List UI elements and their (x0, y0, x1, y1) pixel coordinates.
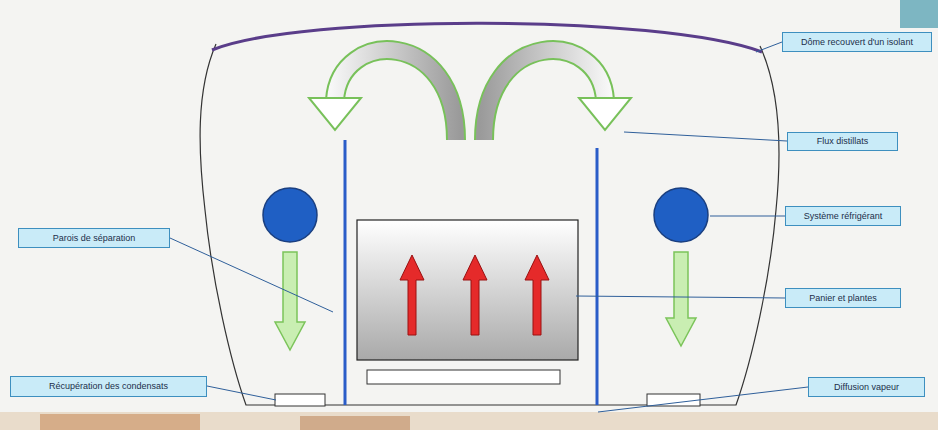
callout-box: Diffusion vapeur (808, 377, 925, 397)
leader-line (207, 386, 276, 400)
condensate-collector (275, 394, 325, 406)
distillate-arrow-head (309, 98, 361, 130)
callout-box: Flux distillats (787, 132, 898, 151)
separation-wall (596, 148, 599, 405)
callout-box: Système réfrigérant (785, 206, 901, 226)
leader-line (624, 132, 787, 141)
distillate-arrow (484, 50, 605, 140)
callout-label: Système réfrigérant (804, 211, 883, 222)
callout-box: Panier et plantes (785, 288, 901, 308)
distillate-arrow (335, 50, 456, 140)
cooling-coil (263, 188, 317, 242)
leader-line (756, 42, 782, 52)
separation-wall (344, 140, 347, 405)
cooling-coil (654, 188, 708, 242)
callout-box: Dôme recouvert d'un isolant (782, 32, 932, 52)
leader-line (710, 216, 785, 217)
callout-label: Panier et plantes (809, 293, 877, 304)
insulated-dome (212, 23, 762, 52)
leader-line (170, 238, 333, 312)
callout-box: Parois de séparation (18, 228, 170, 248)
callout-label: Flux distillats (817, 136, 869, 147)
heat-arrow (525, 255, 549, 335)
distillate-arrow (335, 50, 456, 140)
callout-label: Diffusion vapeur (834, 382, 899, 393)
condensate-collector (647, 394, 700, 406)
photo-strip (0, 412, 938, 430)
condensate-arrow (666, 252, 696, 346)
corner-photo (900, 0, 938, 28)
plant-basket (357, 220, 578, 360)
condensate-arrow (275, 252, 305, 350)
callout-label: Parois de séparation (53, 233, 136, 244)
steam-diffuser (367, 370, 560, 384)
callout-label: Dôme recouvert d'un isolant (801, 37, 913, 48)
vessel-outline (200, 44, 779, 405)
distillate-arrow-head (579, 98, 631, 130)
photo-strip (300, 416, 410, 430)
callout-label: Récupération des condensats (49, 381, 168, 392)
leader-line (576, 296, 785, 298)
leader-line (598, 387, 808, 412)
heat-arrow (463, 255, 487, 335)
heat-arrow (400, 255, 424, 335)
photo-strip (40, 414, 200, 430)
callout-box: Récupération des condensats (10, 376, 207, 397)
distillate-arrow (484, 50, 605, 140)
